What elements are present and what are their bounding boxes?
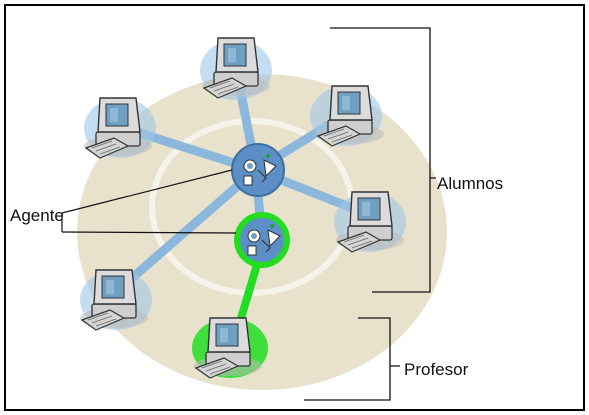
alumnos-bracket [330, 27, 436, 293]
alumnos-label: Alumnos [437, 174, 504, 193]
profesor-label: Profesor [404, 360, 469, 379]
agente-label: Agente [10, 206, 64, 225]
agent-hub-upper [231, 143, 285, 197]
agente-pointers [61, 169, 237, 234]
agent-hub-lower [234, 212, 290, 268]
profesor-bracket [304, 317, 400, 401]
